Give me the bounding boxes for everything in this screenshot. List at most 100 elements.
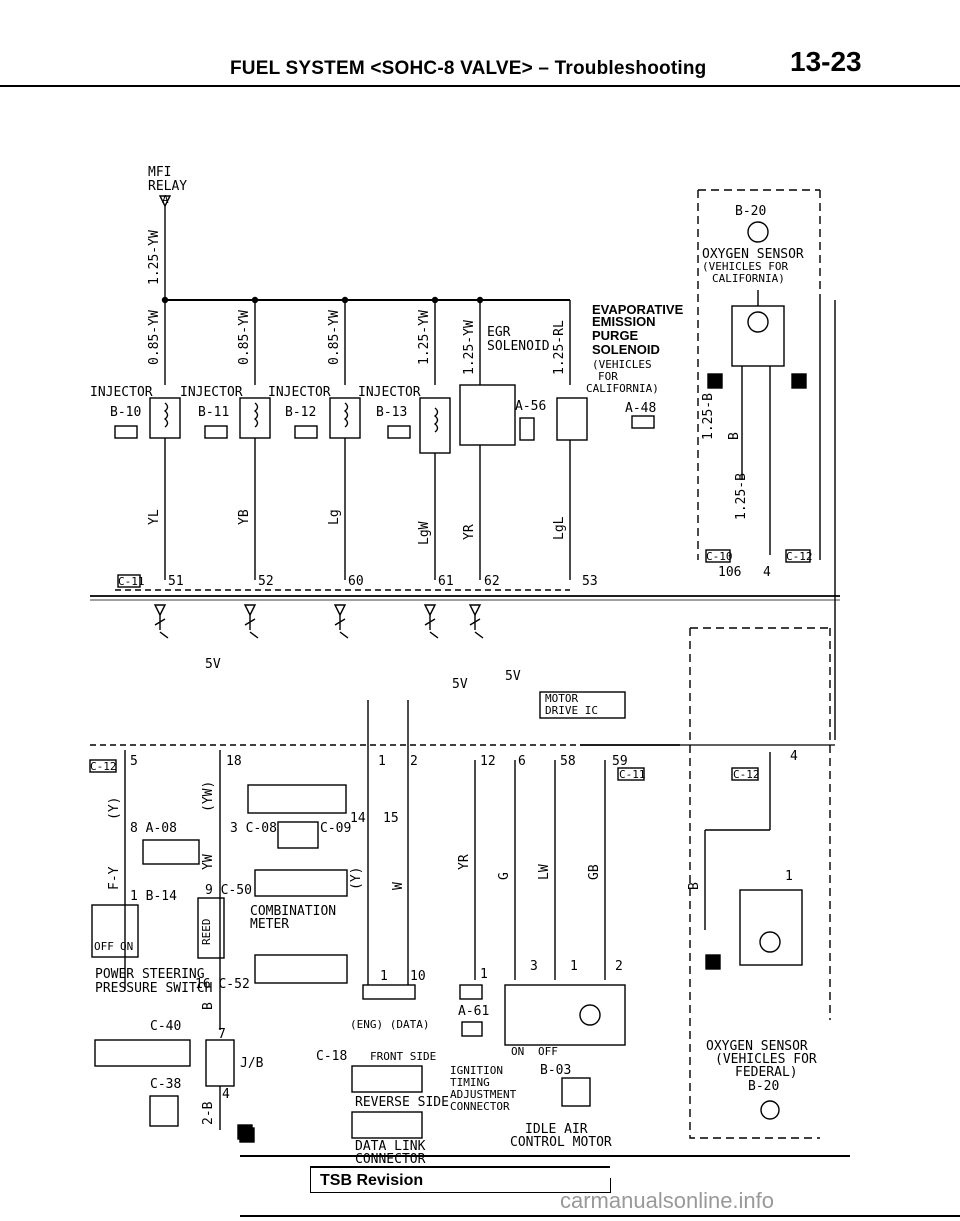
relay-pin: A	[162, 193, 169, 206]
svg-text:5: 5	[130, 754, 138, 769]
page-title: FUEL SYSTEM <SOHC-8 VALVE> – Troubleshoo…	[230, 58, 707, 79]
injector-1: 0.85-YW INJECTOR B-10 YL 51	[90, 300, 184, 589]
svg-text:61: 61	[438, 574, 454, 589]
combination-meter-section: 18 (YW) 3 C-08 YW 9 C-50 REED COMBINATIO…	[195, 750, 348, 1140]
svg-text:SOLENOID: SOLENOID	[592, 342, 660, 357]
svg-text:B-13: B-13	[376, 405, 407, 420]
svg-text:4: 4	[790, 749, 798, 764]
svg-text:B-11: B-11	[198, 405, 229, 420]
svg-text:GB: GB	[587, 864, 602, 880]
svg-text:1.25-YW: 1.25-YW	[462, 320, 477, 375]
injector-4: 1.25-YW INJECTOR B-13 LgW 61	[358, 300, 454, 589]
svg-text:POWER STEERING: POWER STEERING	[95, 967, 205, 982]
svg-text:B: B	[201, 1002, 216, 1010]
egr-solenoid: 1.25-YW EGR SOLENOID A-56 YR 62	[459, 300, 550, 589]
o2-sensor-california: B-20 OXYGEN SENSOR (VEHICLES FOR CALIFOR…	[697, 189, 836, 740]
svg-text:6: 6	[518, 754, 526, 769]
svg-text:1.25-RL: 1.25-RL	[552, 320, 567, 375]
relay-label-1: MFI	[148, 165, 171, 180]
svg-text:9 C-50: 9 C-50	[205, 883, 252, 898]
svg-text:3: 3	[530, 959, 538, 974]
svg-text:YW: YW	[201, 854, 216, 870]
svg-text:C-18: C-18	[316, 1049, 347, 1064]
svg-text:14: 14	[350, 811, 366, 826]
svg-text:YB: YB	[237, 509, 252, 525]
svg-text:1: 1	[785, 869, 793, 884]
svg-text:INJECTOR: INJECTOR	[358, 385, 421, 400]
svg-text:TIMING: TIMING	[450, 1076, 490, 1089]
svg-text:ON: ON	[120, 940, 133, 953]
vcc-label-3: 5V	[505, 669, 521, 684]
svg-text:LgW: LgW	[417, 521, 432, 545]
vcc-label-1: 5V	[205, 657, 221, 672]
svg-text:C-09: C-09	[320, 821, 351, 836]
svg-text:1: 1	[570, 959, 578, 974]
svg-text:0.85-YW: 0.85-YW	[147, 310, 162, 365]
svg-text:C-40: C-40	[150, 1019, 181, 1034]
svg-text:52: 52	[258, 574, 274, 589]
svg-text:1: 1	[378, 754, 386, 769]
svg-text:PRESSURE SWITCH: PRESSURE SWITCH	[95, 981, 212, 996]
relay-wire: 1.25-YW	[147, 230, 162, 285]
svg-text:4: 4	[222, 1087, 230, 1102]
svg-text:B-03: B-03	[540, 1063, 571, 1078]
svg-text:COMBINATION: COMBINATION	[250, 904, 336, 919]
svg-text:0.85-YW: 0.85-YW	[237, 310, 252, 365]
iac-and-timing: 12 6 58 59 C-11 YR G LW GB 1 3 1 2 A-61 …	[450, 754, 646, 1150]
svg-text:18: 18	[226, 754, 242, 769]
svg-text:Lg: Lg	[327, 509, 342, 525]
svg-text:2: 2	[615, 959, 623, 974]
svg-text:CONTROL MOTOR: CONTROL MOTOR	[510, 1135, 612, 1150]
svg-text:DATA LINK: DATA LINK	[355, 1139, 426, 1154]
svg-text:106: 106	[718, 565, 741, 580]
svg-text:OXYGEN SENSOR: OXYGEN SENSOR	[702, 247, 804, 262]
svg-text:B-10: B-10	[110, 405, 141, 420]
svg-text:METER: METER	[250, 917, 289, 932]
svg-text:10: 10	[410, 969, 426, 984]
svg-text:CALIFORNIA): CALIFORNIA)	[712, 272, 785, 285]
svg-text:1.25-YW: 1.25-YW	[417, 310, 432, 365]
svg-text:FOR: FOR	[598, 370, 618, 383]
svg-text:EVAPORATIVE: EVAPORATIVE	[592, 302, 684, 317]
svg-text:CONNECTOR: CONNECTOR	[450, 1100, 510, 1113]
motor-drive-ic-label: MOTOR	[545, 692, 578, 705]
svg-text:3 C-08: 3 C-08	[230, 821, 277, 836]
svg-text:W: W	[391, 882, 406, 890]
svg-text:0.85-YW: 0.85-YW	[327, 310, 342, 365]
svg-text:INJECTOR: INJECTOR	[180, 385, 243, 400]
data-link-connector: 1 2 C-09 14 15 (Y) W 1 10 (ENG) (DATA) C…	[316, 700, 449, 1167]
svg-text:C-38: C-38	[150, 1077, 181, 1092]
svg-text:C-12: C-12	[733, 768, 760, 781]
svg-text:PURGE: PURGE	[592, 328, 639, 343]
svg-text:A-61: A-61	[458, 1004, 489, 1019]
svg-text:G: G	[497, 872, 512, 880]
footer-rule	[240, 1155, 850, 1157]
svg-text:(Y): (Y)	[349, 867, 364, 890]
ground-marker	[239, 1127, 255, 1143]
injector-2: 0.85-YW INJECTOR B-11 YB 52	[180, 300, 274, 589]
svg-text:1.25-B: 1.25-B	[701, 393, 716, 440]
svg-text:F-Y: F-Y	[107, 866, 122, 890]
page-header: FUEL SYSTEM <SOHC-8 VALVE> – Troubleshoo…	[0, 40, 960, 90]
svg-text:FEDERAL): FEDERAL)	[735, 1065, 798, 1080]
footer-rule-2	[240, 1215, 960, 1217]
svg-text:B-20: B-20	[735, 204, 766, 219]
svg-text:B-20: B-20	[748, 1079, 779, 1094]
svg-text:(VEHICLES FOR: (VEHICLES FOR	[715, 1052, 817, 1067]
svg-text:2: 2	[410, 754, 418, 769]
svg-text:REED: REED	[200, 919, 213, 946]
svg-text:(VEHICLES FOR: (VEHICLES FOR	[702, 260, 788, 273]
svg-text:C-11: C-11	[619, 768, 646, 781]
svg-text:62: 62	[484, 574, 500, 589]
svg-text:ON: ON	[511, 1045, 524, 1058]
header-rule	[0, 85, 960, 87]
o2-sensor-federal: 4 C-12 B 1 OXYGEN SENSOR (VEHICLES FOR F…	[687, 627, 831, 1139]
svg-text:B: B	[727, 432, 742, 440]
svg-text:C-10: C-10	[706, 550, 733, 563]
vcc-label-2: 5V	[452, 677, 468, 692]
svg-text:YR: YR	[457, 854, 472, 870]
svg-text:1 B-14: 1 B-14	[130, 889, 177, 904]
svg-text:A-56: A-56	[515, 399, 546, 414]
svg-text:IGNITION: IGNITION	[450, 1064, 503, 1077]
